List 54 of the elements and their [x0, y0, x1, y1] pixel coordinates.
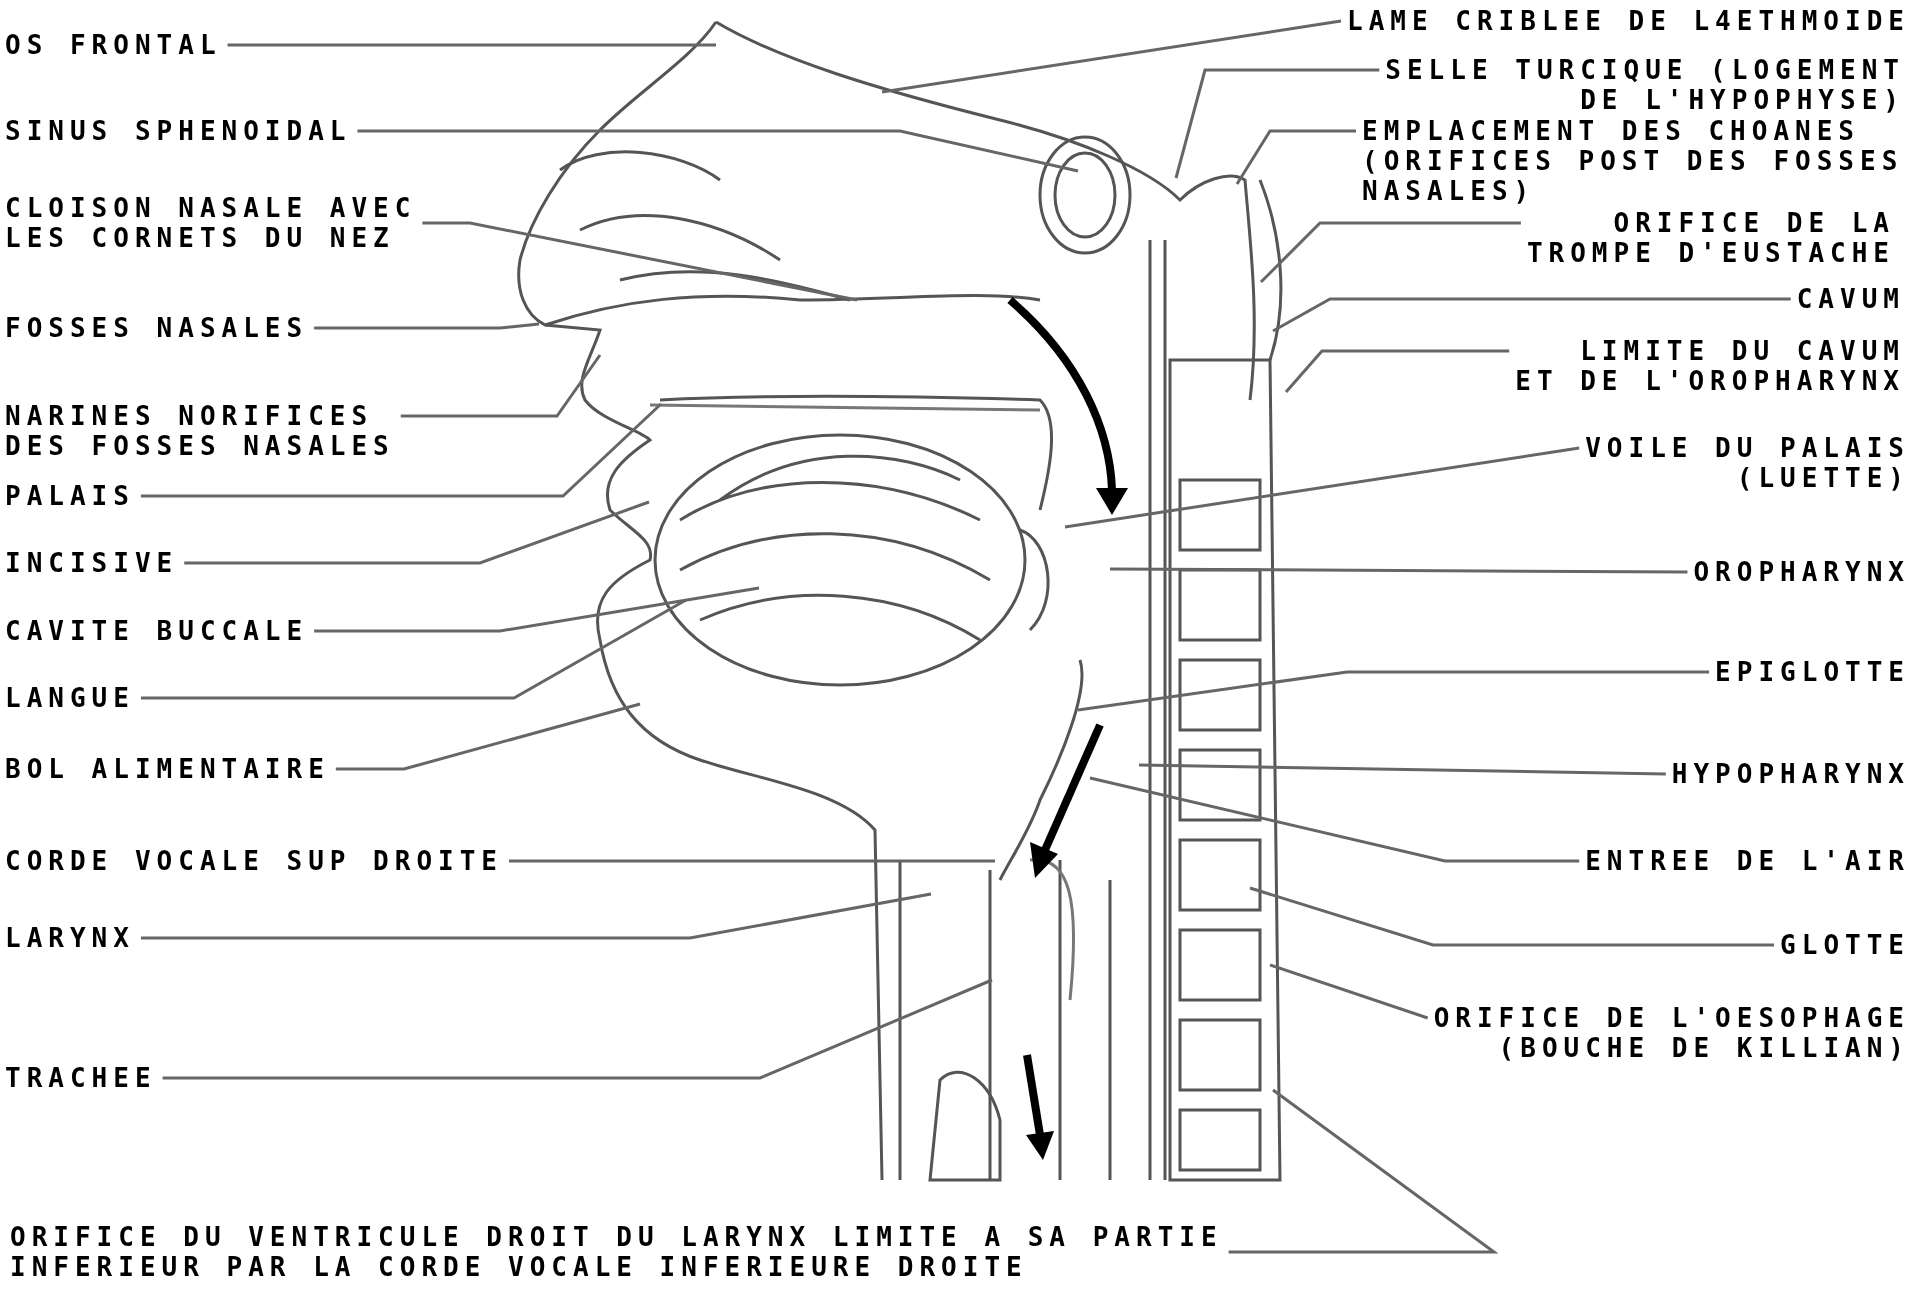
leader-line: [1272, 297, 1791, 333]
leader-line: [1228, 1088, 1499, 1254]
part-label: LIMITE DU CAVUM ET DE L'OROPHARYNX: [1515, 336, 1905, 396]
leader-line: [1174, 68, 1380, 179]
leader-line: [1089, 776, 1580, 863]
leader-line: [357, 129, 1079, 173]
part-label: LAME CRIBLEE DE L4ETHMOIDE: [1347, 6, 1910, 36]
part-label: CAVITE BUCCALE: [5, 616, 309, 646]
part-label: ORIFICE DE L'OESOPHAGE (BOUCHE DE KILLIAN): [1433, 1003, 1910, 1063]
part-label: HYPOPHARYNX: [1671, 759, 1910, 789]
part-label: ENTREE DE L'AIR: [1585, 846, 1910, 876]
leader-line: [1138, 763, 1666, 776]
part-label: OROPHARYNX: [1693, 557, 1910, 587]
leader-line: [140, 402, 663, 498]
leader-line: [1077, 670, 1710, 712]
part-label: FOSSES NASALES: [5, 313, 309, 343]
leader-line: [314, 322, 540, 330]
leader-line: [227, 43, 716, 47]
leader-line: [1284, 349, 1510, 393]
part-label: EMPLACEMENT DES CHOANES (ORIFICES POST DES FOSSES NASALES): [1362, 116, 1904, 206]
part-label: GLOTTE: [1780, 930, 1910, 960]
leader-line: [1249, 886, 1775, 947]
part-label: NARINES NORIFICES DES FOSSES NASALES: [5, 401, 395, 461]
leader-line: [140, 892, 932, 940]
leader-line: [1269, 963, 1429, 1020]
part-label: PALAIS: [5, 481, 135, 511]
part-label: BOL ALIMENTAIRE: [5, 754, 330, 784]
part-label: OS FRONTAL: [5, 30, 222, 60]
leader-line: [1235, 129, 1356, 185]
leader-line: [1110, 567, 1688, 574]
part-label: ORIFICE DU VENTRICULE DROIT DU LARYNX LIMITE A SA PARTIE INFERIEUR PAR LA CORDE VOCALE INFERIEURE DROITE: [10, 1222, 1223, 1282]
part-label: INCISIVE: [5, 548, 179, 578]
part-label: SELLE TURCIQUE (LOGEMENT DE L'HYPOPHYSE): [1385, 55, 1905, 115]
part-label: VOILE DU PALAIS (LUETTE): [1585, 433, 1910, 493]
leader-line: [422, 221, 858, 302]
part-label: CORDE VOCALE SUP DROITE: [5, 846, 504, 876]
part-label: LANGUE: [5, 683, 135, 713]
leader-line: [184, 500, 650, 565]
part-label: CAVUM: [1796, 284, 1905, 314]
leader-line: [1064, 446, 1580, 529]
leader-line: [1259, 221, 1521, 284]
leader-line: [881, 19, 1342, 94]
part-label: LARYNX: [5, 923, 135, 953]
part-label: ORIFICE DE LA TROMPE D'EUSTACHE: [1526, 208, 1895, 268]
part-label: CLOISON NASALE AVEC LES CORNETS DU NEZ: [5, 193, 417, 253]
leader-line: [400, 354, 602, 418]
leader-line: [509, 859, 995, 863]
leader-line: [335, 702, 641, 771]
part-label: TRACHEE: [5, 1063, 157, 1093]
leader-line: [140, 598, 687, 700]
part-label: SINUS SPHENOIDAL: [5, 116, 352, 146]
leader-line: [314, 586, 760, 633]
part-label: EPIGLOTTE: [1715, 657, 1910, 687]
leader-line: [162, 978, 993, 1080]
